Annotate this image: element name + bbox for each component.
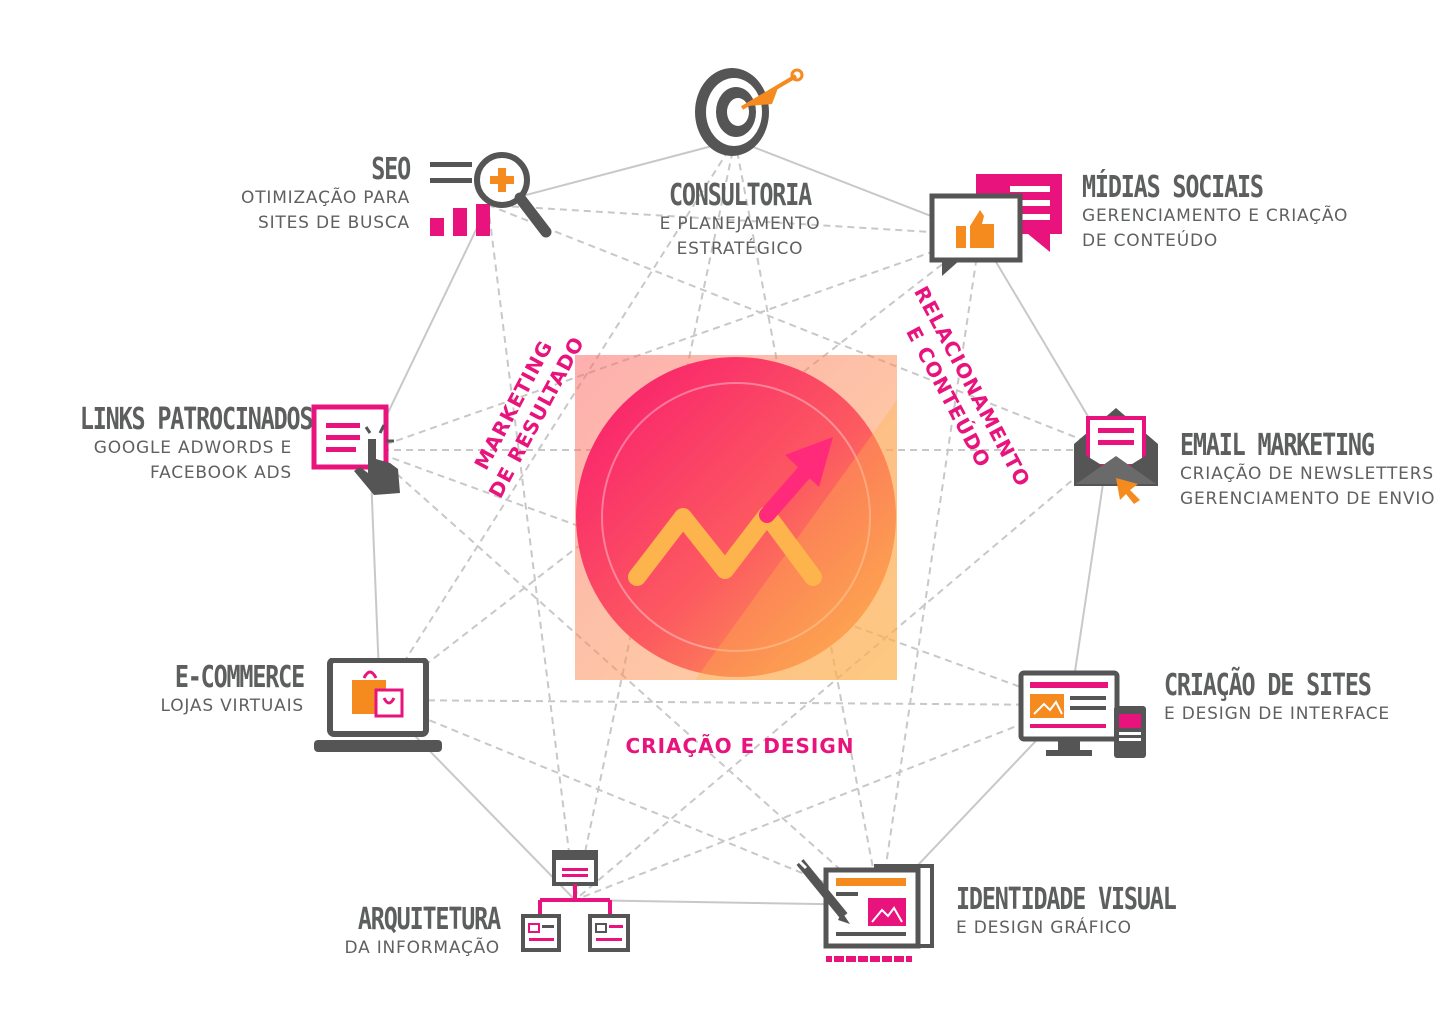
node-subtitle: SITES DE BUSCA (258, 213, 410, 233)
email-icon (1074, 408, 1158, 504)
node-consultoria: CONSULTORIA E PLANEJAMENTO ESTRATÉGICO (640, 180, 840, 262)
node-title: CRIAÇÃO DE SITES (1164, 668, 1372, 703)
dashed-connector (487, 204, 981, 236)
node-subtitle: GERENCIAMENTO E CRIAÇÃO (1082, 206, 1349, 226)
node-email-marketing: EMAIL MARKETING CRIAÇÃO DE NEWSLETTERS G… (1180, 430, 1438, 512)
node-subtitle: OTIMIZAÇÃO PARA (241, 188, 410, 208)
node-title: SEO (371, 152, 411, 187)
node-subtitle: GERENCIAMENTO DE ENVIO (1180, 489, 1436, 509)
dashed-connector (879, 234, 981, 906)
node-subtitle: E DESIGN DE INTERFACE (1164, 704, 1390, 724)
node-title: IDENTIDADE VISUAL (956, 882, 1177, 917)
node-title: LINKS PATROCINADOS (79, 402, 314, 437)
node-midias-sociais: MÍDIAS SOCIAIS GERENCIAMENTO E CRIAÇÃO D… (1082, 172, 1382, 254)
dashed-connector (379, 699, 1071, 706)
click-ad-icon (311, 404, 400, 495)
node-links-patrocinados: LINKS PATROCINADOS GOOGLE ADWORDS E FACE… (20, 402, 314, 486)
outer-connector (369, 204, 489, 451)
node-identidade-visual: IDENTIDADE VISUAL E DESIGN GRÁFICO (956, 884, 1216, 941)
dashed-connector (574, 704, 1071, 901)
axis-label-criacao: CRIAÇÃO E DESIGN (600, 733, 880, 759)
dashed-connector (379, 699, 881, 906)
node-seo: SEO OTIMIZAÇÃO PARA SITES DE BUSCA (200, 152, 411, 236)
social-like-icon (929, 174, 1062, 276)
node-subtitle: E PLANEJAMENTO (659, 214, 821, 234)
node-criacao-de-sites: CRIAÇÃO DE SITES E DESIGN DE INTERFACE (1164, 670, 1424, 727)
outer-connector (979, 234, 1109, 451)
axis-label-line: CRIAÇÃO E DESIGN (625, 734, 855, 758)
sitemap-icon (521, 850, 630, 952)
outer-connector (487, 139, 736, 206)
node-subtitle: E DESIGN GRÁFICO (956, 918, 1132, 938)
node-subtitle: LOJAS VIRTUAIS (160, 696, 304, 716)
node-ecommerce: E-COMMERCE LOJAS VIRTUAIS (100, 660, 306, 719)
dashed-connector (487, 204, 1109, 451)
outer-connector (1069, 449, 1109, 706)
laptop-shopping-icon (314, 658, 442, 752)
target-icon (695, 68, 804, 156)
search-analytics-icon (430, 152, 552, 238)
dashed-connector (379, 139, 736, 701)
node-subtitle: FACEBOOK ADS (150, 463, 292, 483)
node-subtitle: CRIAÇÃO DE NEWSLETTERS (1180, 464, 1434, 484)
node-subtitle: DA INFORMAÇÃO (344, 938, 500, 958)
node-subtitle: GOOGLE ADWORDS E (93, 438, 292, 458)
dashed-connector (379, 234, 981, 701)
node-title: E-COMMERCE (174, 660, 305, 695)
node-title: EMAIL MARKETING (1180, 428, 1375, 463)
node-arquitetura: ARQUITETURA DA INFORMAÇÃO (300, 902, 501, 961)
responsive-devices-icon (1018, 670, 1146, 758)
dashed-connector (487, 204, 576, 901)
node-title: CONSULTORIA (668, 178, 812, 213)
node-title: MÍDIAS SOCIAIS (1082, 170, 1264, 205)
growth-chart-icon (575, 355, 897, 680)
node-subtitle: ESTRATÉGICO (676, 239, 804, 259)
graphic-design-icon (796, 858, 934, 962)
node-subtitle: DE CONTEÚDO (1082, 231, 1219, 251)
node-title: ARQUITETURA (357, 902, 501, 937)
